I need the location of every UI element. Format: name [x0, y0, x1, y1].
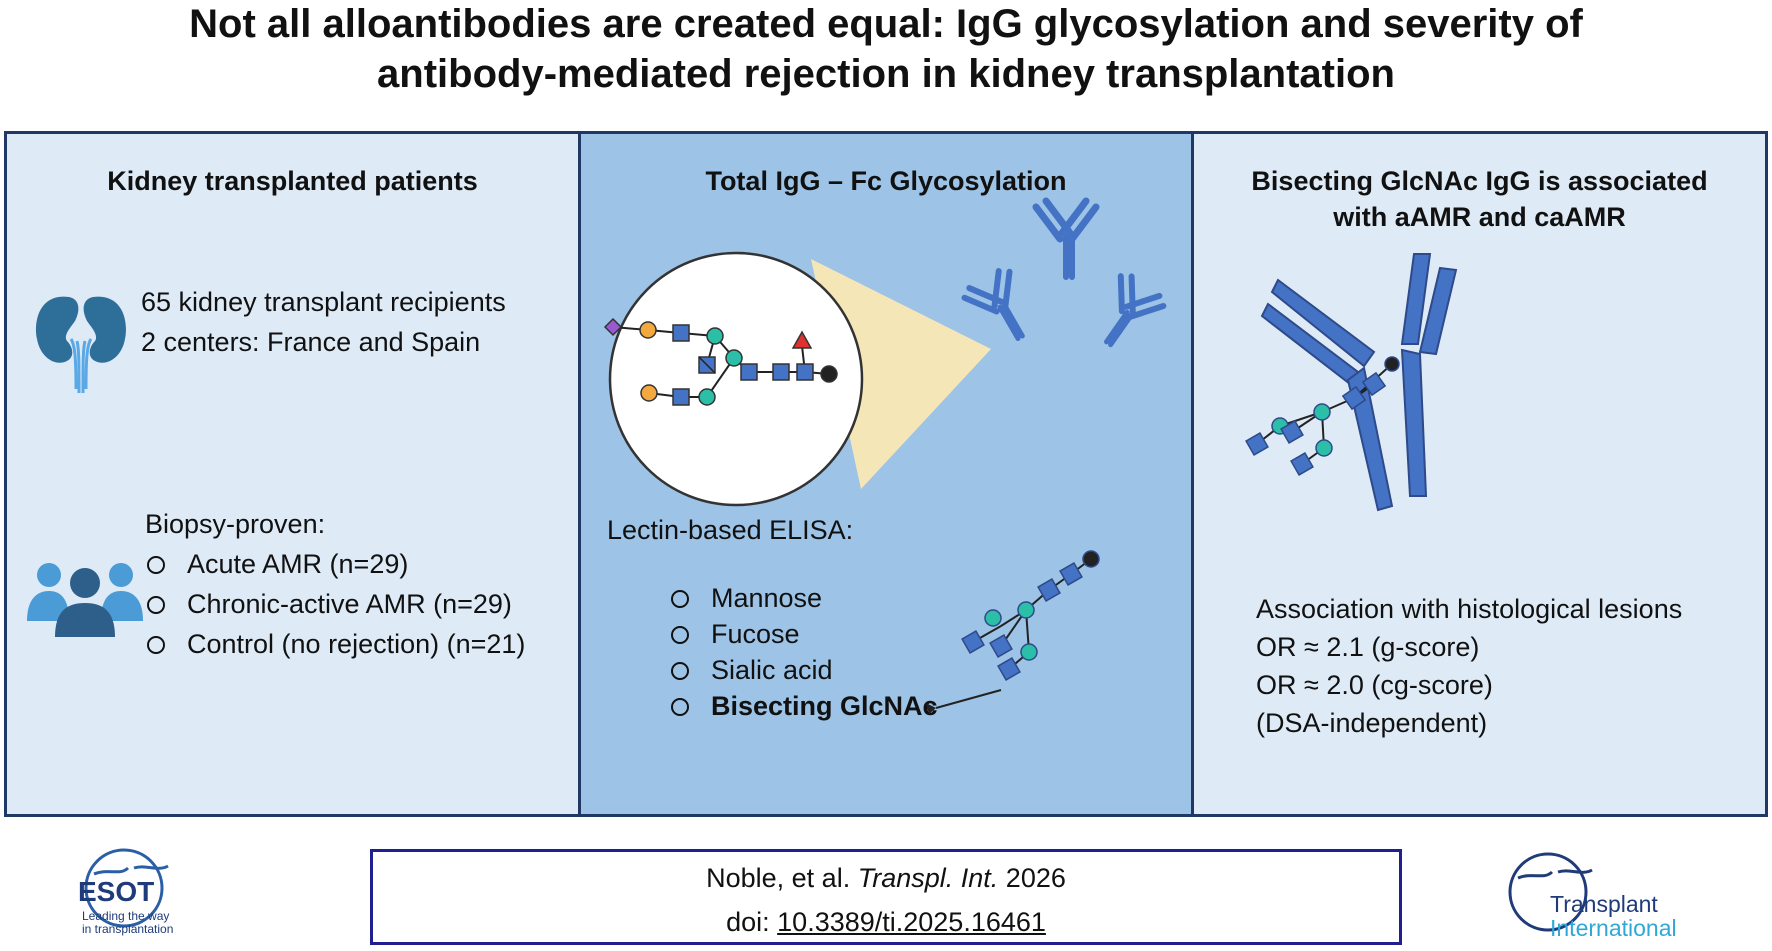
panel-patients-heading: Kidney transplanted patients: [107, 166, 478, 196]
panel-results: Bisecting GlcNAc IgG is associated with …: [1191, 131, 1768, 817]
result-line-3: OR ≈ 2.0 (cg-score): [1256, 670, 1493, 700]
doi-link[interactable]: 10.3389/ti.2025.16461: [777, 907, 1046, 937]
panel-results-heading-line-1: Bisecting GlcNAc IgG is associated: [1251, 166, 1708, 196]
group-item-acute: Acute AMR (n=29): [147, 544, 408, 584]
citation-box: Noble, et al. Transpl. Int. 2026 doi: 10…: [370, 849, 1402, 945]
panel-results-heading-line-2: with aAMR and caAMR: [1333, 202, 1626, 232]
bisecting-glycan-illustration: [926, 550, 1100, 714]
page-title-line-1: Not all alloantibodies are created equal…: [189, 2, 1583, 46]
lectin-item-sialic-acid: Sialic acid: [671, 650, 833, 690]
bullet-circle-icon: [671, 698, 689, 716]
bullet-circle-icon: [671, 626, 689, 644]
bullet-circle-icon: [147, 556, 165, 574]
glycan-magnifier-illustration: [603, 197, 1167, 507]
esot-logo-name: ESOT: [78, 876, 155, 907]
group-item-chronic: Chronic-active AMR (n=29): [147, 584, 512, 624]
cohort-size-text: 65 kidney transplant recipients: [141, 287, 506, 317]
panel-glycosylation: Total IgG – Fc Glycosylation: [578, 131, 1194, 817]
groups-heading: Biopsy-proven:: [145, 509, 326, 539]
bullet-circle-icon: [147, 636, 165, 654]
bullet-circle-icon: [671, 662, 689, 680]
lectin-item-fucose: Fucose: [671, 614, 800, 654]
group-item-control: Control (no rejection) (n=21): [147, 624, 525, 664]
lectin-item-bisecting-glcnac: Bisecting GlcNAc: [671, 686, 938, 726]
bullet-circle-icon: [671, 590, 689, 608]
panel-glycosylation-heading: Total IgG – Fc Glycosylation: [705, 166, 1067, 196]
transplant-international-logo: [1508, 852, 1593, 932]
transplant-international-logo-text: Transplant International: [1550, 891, 1677, 941]
citation-reference: Noble, et al. Transpl. Int. 2026: [706, 863, 1066, 893]
bullet-circle-icon: [147, 596, 165, 614]
patients-group-icon: [27, 563, 143, 637]
page-title-line-2: antibody-mediated rejection in kidney tr…: [377, 52, 1395, 96]
esot-logo-tagline: Leading the way in transplantation: [82, 909, 174, 936]
lectin-item-mannose: Mannose: [671, 578, 822, 618]
result-line-1: Association with histological lesions: [1256, 594, 1683, 624]
method-heading: Lectin-based ELISA:: [607, 515, 854, 545]
esot-logo: [84, 848, 169, 928]
cohort-centers-text: 2 centers: France and Spain: [141, 327, 481, 357]
panel-patients: Kidney transplanted patients 65 kidney t…: [4, 131, 581, 817]
antibody-bisecting-glycan-illustration: [1245, 253, 1458, 512]
kidney-icon: [36, 296, 126, 394]
result-line-2: OR ≈ 2.1 (g-score): [1256, 632, 1480, 662]
citation-doi: doi: 10.3389/ti.2025.16461: [726, 907, 1046, 937]
result-line-4: (DSA-independent): [1256, 708, 1488, 738]
